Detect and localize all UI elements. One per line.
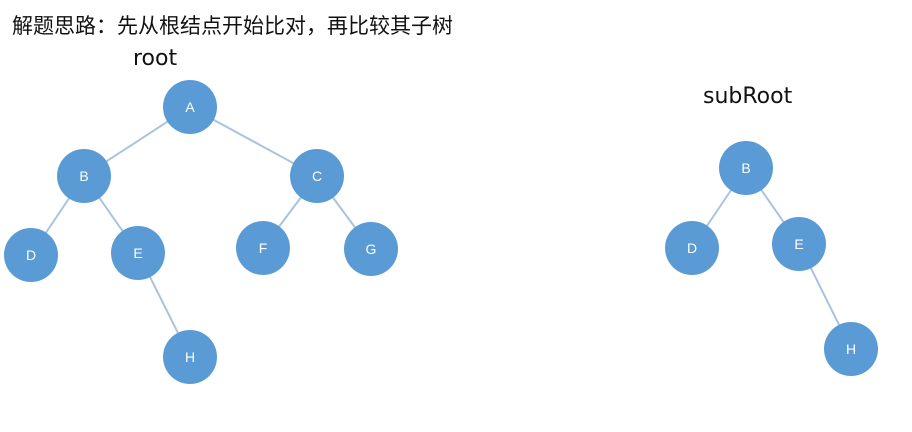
node-b: B bbox=[57, 149, 111, 203]
subroot-tree: B D E H bbox=[665, 141, 878, 376]
node-c-label: C bbox=[312, 168, 322, 184]
node-h: H bbox=[163, 330, 217, 384]
node-e-label: E bbox=[133, 245, 142, 261]
sub-node-b-label: B bbox=[741, 160, 750, 176]
sub-node-d-label: D bbox=[687, 240, 697, 256]
node-a-label: A bbox=[185, 99, 195, 115]
sub-node-h-label: H bbox=[846, 341, 856, 357]
node-f-label: F bbox=[259, 240, 268, 256]
explanation-heading: 解题思路：先从根结点开始比对，再比较其子树 bbox=[12, 14, 453, 38]
root-tree-label: root bbox=[133, 46, 178, 71]
node-c: C bbox=[290, 149, 344, 203]
subroot-tree-label: subRoot bbox=[703, 84, 793, 109]
sub-node-e-label: E bbox=[794, 236, 803, 252]
sub-node-b: B bbox=[719, 141, 773, 195]
node-a: A bbox=[163, 80, 217, 134]
node-d: D bbox=[4, 228, 58, 282]
node-b-label: B bbox=[79, 168, 88, 184]
node-g: G bbox=[344, 222, 398, 276]
node-h-label: H bbox=[185, 349, 195, 365]
node-f: F bbox=[236, 221, 290, 275]
node-d-label: D bbox=[26, 247, 36, 263]
sub-node-h: H bbox=[824, 322, 878, 376]
node-g-label: G bbox=[366, 241, 377, 257]
root-tree: A B C D E F G H bbox=[4, 80, 398, 384]
sub-node-e: E bbox=[772, 217, 826, 271]
node-e: E bbox=[111, 226, 165, 280]
sub-node-d: D bbox=[665, 221, 719, 275]
